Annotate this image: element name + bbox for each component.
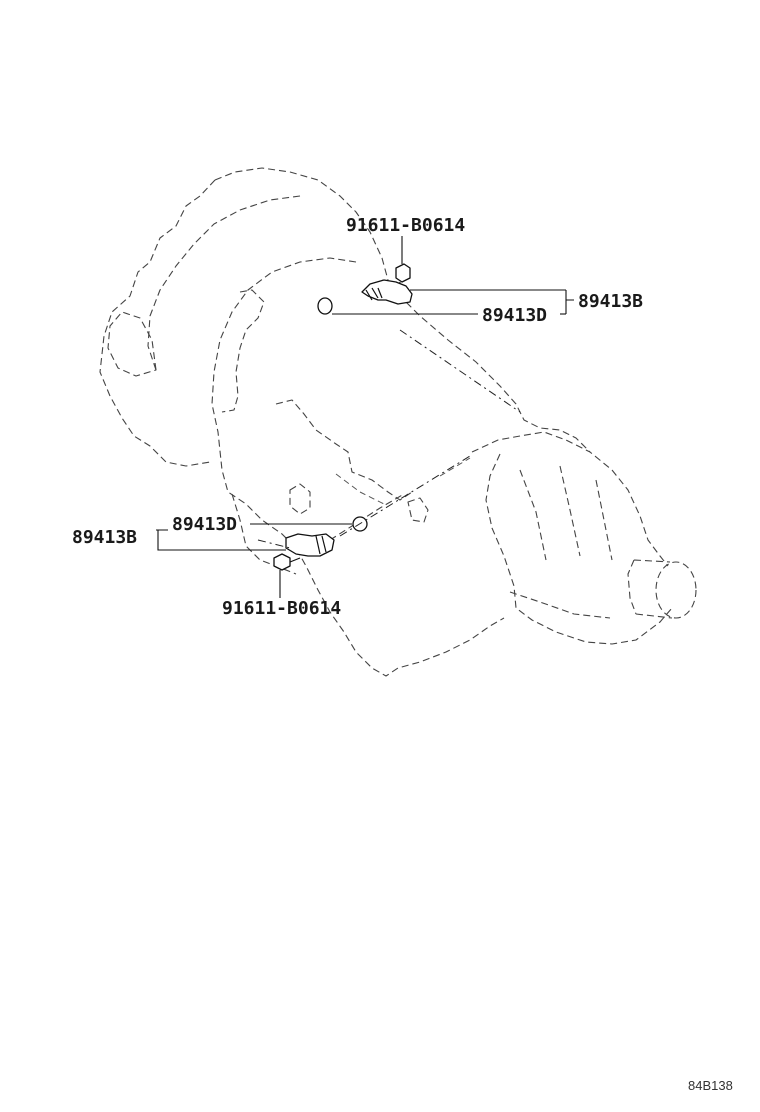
case-side-panel [275, 399, 413, 501]
leader-lower-dash [339, 455, 471, 537]
callout-bolt-upper: 91611-B0614 [346, 215, 465, 236]
leader-sensor-lower [156, 529, 286, 551]
pan-edge [329, 493, 405, 541]
lower-sensor-icon [285, 533, 335, 557]
case-boss [289, 483, 311, 515]
lower-sensor-thread [315, 535, 327, 555]
case-flange-upper [381, 279, 591, 453]
transmission-housing [99, 167, 697, 677]
output-shaft-body [627, 559, 673, 619]
leader-mount-upper [399, 329, 521, 413]
lower-bolt-shank [289, 557, 301, 563]
extension-housing [471, 431, 669, 567]
callout-oring-upper: 89413D [482, 305, 547, 326]
bell-housing-inner [147, 195, 301, 371]
upper-bolt-icon [395, 263, 411, 283]
extension-lower [485, 453, 673, 645]
lower-sensor-assembly [156, 455, 471, 598]
upper-sensor-assembly [317, 236, 574, 413]
bell-mount-ear [107, 311, 157, 377]
upper-sensor-icon [361, 279, 413, 305]
callout-oring-lower: 89413D [172, 514, 237, 535]
lower-bolt-icon [273, 553, 291, 571]
upper-sensor-thread [365, 287, 383, 301]
upper-oring-icon [317, 297, 333, 315]
callout-sensor-lower: 89413B [72, 527, 137, 548]
figure-id: 84B138 [688, 1078, 733, 1093]
leader-mount-lower [257, 539, 291, 549]
case-boss-2 [407, 497, 429, 523]
output-shaft-end [655, 561, 697, 619]
bell-housing-outline [99, 167, 389, 467]
callout-sensor-upper: 89413B [578, 291, 643, 312]
main-case-outline [211, 257, 505, 677]
main-case-ridge [221, 289, 265, 413]
extension-ribs [509, 465, 613, 619]
callout-bolt-lower: 91611-B0614 [222, 598, 341, 619]
case-center-line [335, 457, 471, 505]
leader-sensor-upper [410, 289, 574, 314]
